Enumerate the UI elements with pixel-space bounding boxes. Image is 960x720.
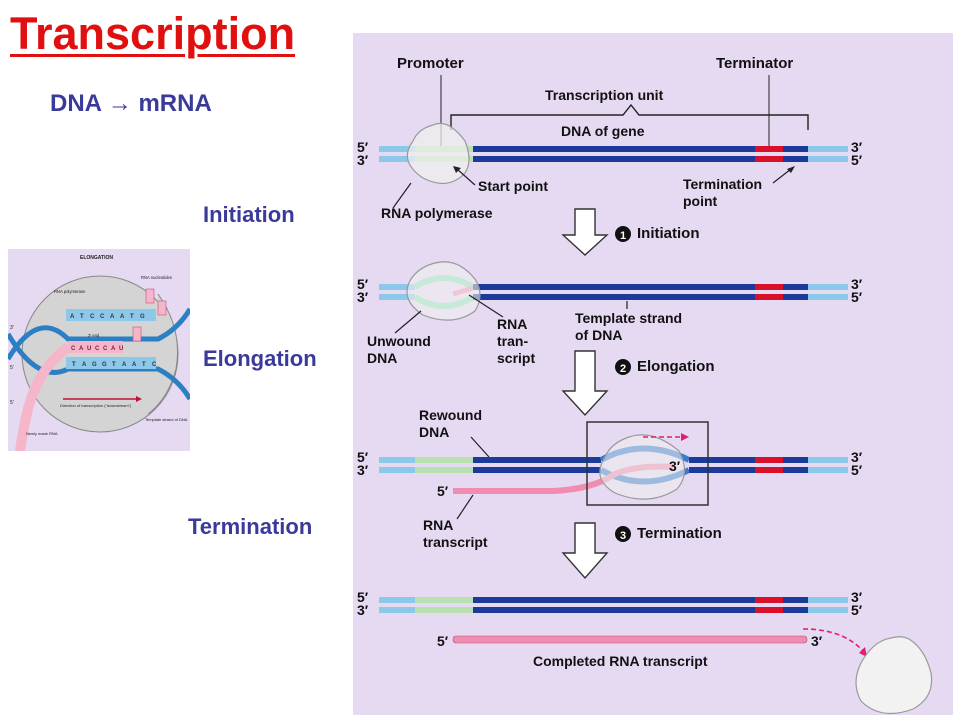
released-rna-polymerase (855, 636, 933, 715)
svg-text:5′: 5′ (357, 449, 369, 465)
stage-arrow-1 (561, 208, 609, 256)
inset-label-template: Template strand of DNA (145, 417, 188, 422)
polymerase-release-arrow (802, 628, 864, 652)
stage-arrow-2 (561, 350, 609, 417)
step-termination-label: Termination (188, 514, 313, 539)
label-promoter: Promoter (397, 55, 464, 72)
svg-text:5′: 5′ (437, 483, 449, 499)
svg-text:5′: 5′ (10, 365, 14, 371)
elongation-zoom-box (586, 421, 709, 506)
inset-label-3end: 3′ end (88, 333, 100, 338)
label-dna-of-gene: DNA of gene (561, 123, 645, 139)
inset-rna-nucleotide (132, 326, 142, 342)
label-rna-polymerase: RNA polymerase (381, 205, 493, 221)
inset-rna-nucleotide (157, 300, 167, 316)
svg-text:C A U C C: C A U C C A U (71, 346, 123, 352)
svg-text:3′: 3′ (851, 139, 863, 155)
svg-text:A T C C A: A T C C A A T G T A G G T A A T C (70, 314, 157, 368)
inset-label-direction: Direction of transcription (“downstream”… (60, 403, 132, 408)
label-rna-transcript-short-1: RNA (497, 316, 527, 332)
transcription-unit-bracket (450, 103, 809, 130)
label-rna-transcript-short-2: tran- (497, 333, 528, 349)
label-terminator: Terminator (716, 55, 793, 72)
inset-label-newly-made: Newly made RNA (26, 431, 58, 436)
inset-newly-made-rna (15, 342, 72, 451)
rna-polymerase-elongation (599, 434, 686, 500)
label-termination-point-2: point (683, 193, 718, 209)
label-start-point: Start point (478, 178, 548, 194)
svg-text:5′: 5′ (851, 152, 863, 168)
svg-text:2: 2 (620, 363, 626, 375)
svg-text:3′: 3′ (10, 325, 14, 331)
inset-heading: ELONGATION (80, 255, 113, 261)
svg-text:5′: 5′ (10, 400, 14, 406)
svg-text:3′: 3′ (357, 462, 369, 478)
svg-text:5′: 5′ (851, 462, 863, 478)
label-rewound-dna-2: DNA (419, 424, 449, 440)
svg-text:3′: 3′ (851, 449, 863, 465)
svg-text:3′: 3′ (851, 589, 863, 605)
step-initiation-label: Initiation (203, 202, 295, 227)
svg-text:1: 1 (620, 230, 626, 242)
stage-badge-3 (615, 526, 631, 542)
inset-dna-strand-bottom (8, 332, 190, 401)
stage-label-2: Elongation (637, 358, 715, 375)
label-unwound-dna-2: DNA (367, 350, 397, 366)
label-template-strand-1: Template strand (575, 310, 682, 326)
rna-polymerase-overview (406, 122, 470, 184)
svg-text:3′: 3′ (811, 633, 823, 649)
svg-text:5′: 5′ (357, 276, 369, 292)
transcription-stages-figure: Promoter Terminator Transcription unit D… (353, 33, 953, 715)
inset-rna-row (68, 341, 123, 353)
slide-title: Transcription (10, 8, 296, 59)
svg-text:3′: 3′ (357, 289, 369, 305)
stage-badge-2 (615, 359, 631, 375)
inset-base-row-bottom (66, 357, 156, 369)
stage-arrow-3 (561, 522, 609, 580)
slide-subtitle: DNA → mRNA (50, 90, 212, 117)
svg-text:3′: 3′ (357, 152, 369, 168)
label-termination-point-1: Termination (683, 176, 762, 192)
inset-rna-nucleotide (145, 288, 155, 304)
label-completed-rna: Completed RNA transcript (533, 653, 708, 669)
inset-base-row-top (66, 309, 156, 321)
label-rna-transcript-2: transcript (423, 534, 488, 550)
elongation-inset-figure: ELONGATION A T C C A A T G T A G G T A A… (8, 249, 190, 451)
dna-duplex-termination (379, 597, 848, 613)
label-unwound-dna-1: Unwound (367, 333, 431, 349)
inset-label-polymerase: RNA polymerase (54, 289, 86, 294)
label-rna-transcript-short-3: script (497, 350, 535, 366)
completed-rna-transcript-bar (452, 635, 808, 644)
inset-label-nucleotides: RNA nucleotides (141, 275, 172, 280)
svg-text:5′: 5′ (437, 633, 449, 649)
svg-text:5′: 5′ (357, 589, 369, 605)
svg-text:3′: 3′ (851, 276, 863, 292)
svg-text:3′: 3′ (669, 458, 681, 474)
label-rewound-dna-1: Rewound (419, 407, 482, 423)
svg-text:3′: 3′ (357, 602, 369, 618)
label-template-strand-2: of DNA (575, 327, 622, 343)
svg-text:5′: 5′ (851, 602, 863, 618)
stage-label-3: Termination (637, 525, 722, 542)
inset-dna-strand-top (8, 307, 190, 361)
label-transcription-unit: Transcription unit (545, 87, 664, 103)
svg-text:5′: 5′ (851, 289, 863, 305)
svg-text:3: 3 (620, 530, 626, 542)
stage-badge-1 (615, 226, 631, 242)
step-elongation-label: Elongation (203, 346, 317, 371)
label-rna-transcript-1: RNA (423, 517, 453, 533)
svg-text:5′: 5′ (357, 139, 369, 155)
stage-label-1: Initiation (637, 225, 700, 242)
